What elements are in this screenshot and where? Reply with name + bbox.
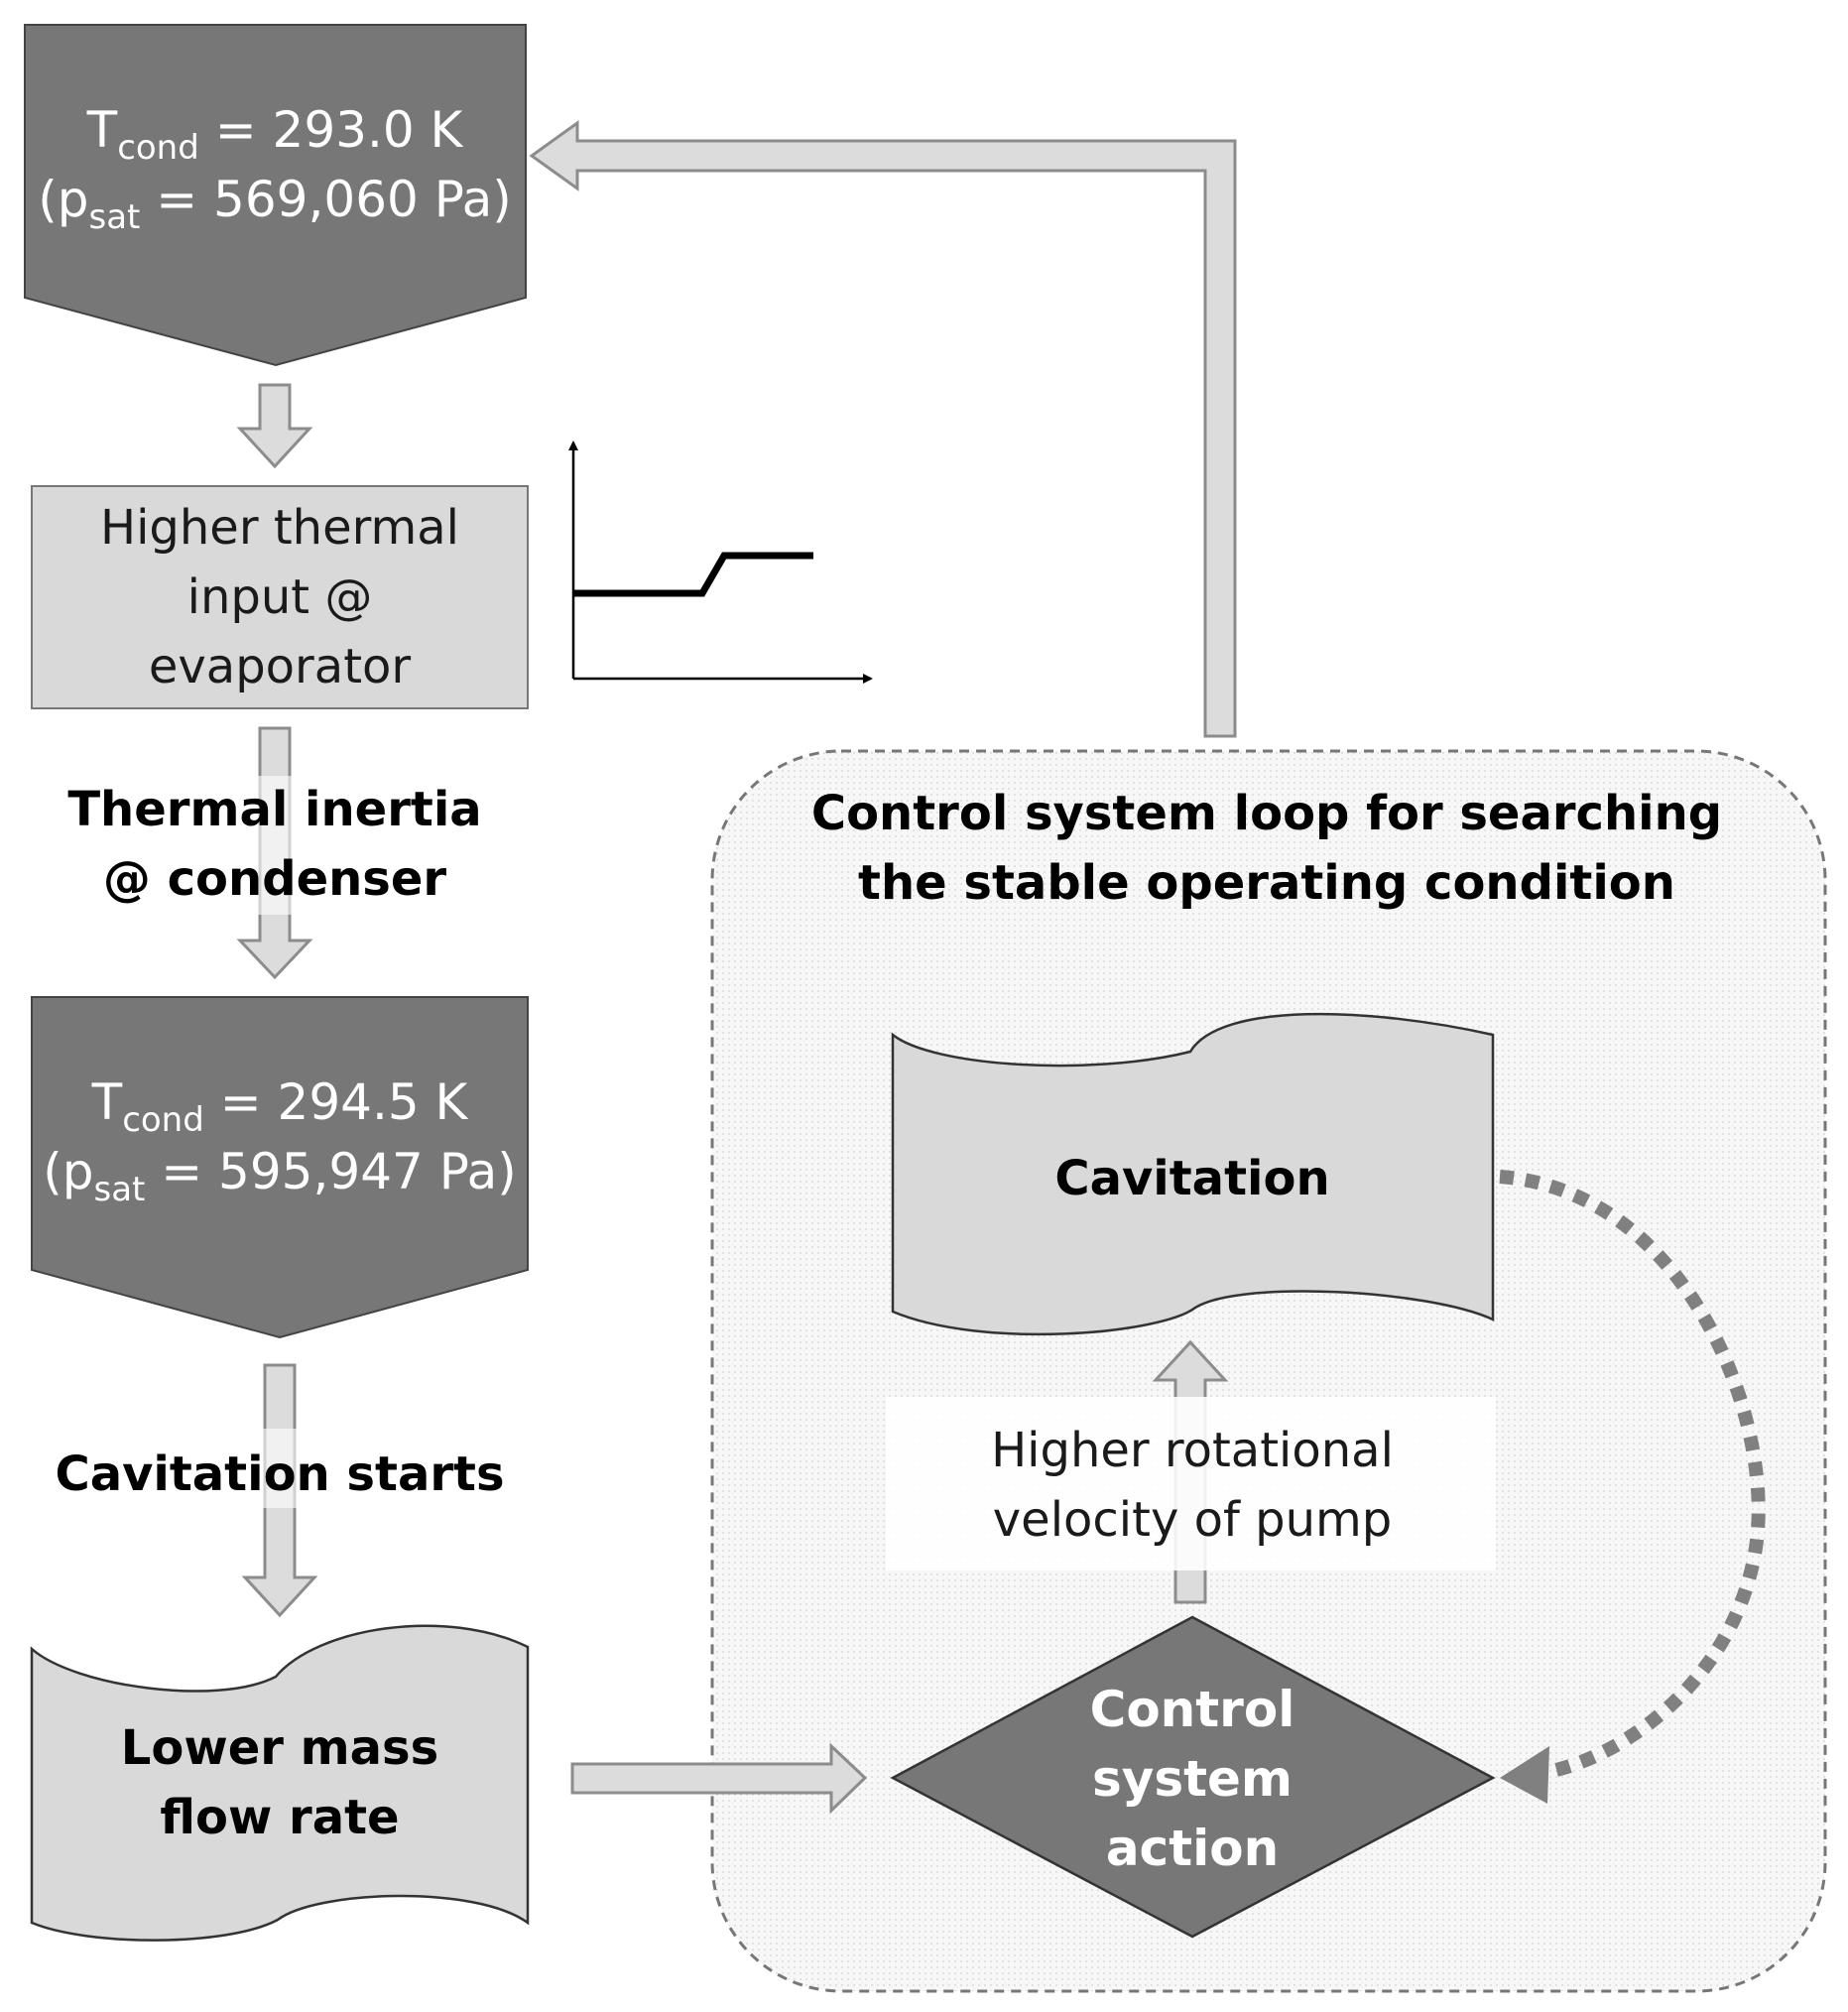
dotted-feedback-arrowhead xyxy=(1500,1746,1549,1804)
dotted-feedback-arc xyxy=(1499,1170,1766,1779)
control-action-line-2: system xyxy=(1092,1750,1293,1808)
cavitation-starts-label: Cavitation starts xyxy=(55,1446,504,1502)
graph-step-curve xyxy=(573,552,813,597)
condenser-temp-new: Tcond = 294.5 K xyxy=(91,1073,469,1140)
thermal-inertia-line-2: @ condenser xyxy=(103,851,447,907)
condenser-temp-initial: Tcond = 293.0 K xyxy=(86,101,464,168)
higher-rotational-line-1: Higher rotational xyxy=(991,1423,1394,1478)
control-loop-title-line-1: Control system loop for searching xyxy=(811,786,1722,841)
control-action-line-1: Control xyxy=(1090,1681,1295,1738)
lower-mass-flow-line-2: flow rate xyxy=(160,1790,399,1845)
condenser-state-new xyxy=(31,996,529,1339)
thermal-input-line-1: Higher thermal xyxy=(100,500,459,556)
feedback-arrow xyxy=(529,120,1237,738)
higher-rotational-line-2: velocity of pump xyxy=(993,1492,1393,1548)
thermal-input-line-2: input @ xyxy=(187,569,373,625)
thermal-inertia-line-1: Thermal inertia xyxy=(67,782,481,837)
lower-mass-flow-line-1: Lower mass xyxy=(121,1720,438,1776)
thermal-input-box xyxy=(31,485,529,709)
control-action-diamond xyxy=(890,1615,1496,1939)
condenser-state-initial xyxy=(24,24,527,367)
condenser-psat-new: (psat = 595,947 Pa) xyxy=(43,1143,517,1209)
lower-mass-flow-doc xyxy=(30,1624,530,1942)
thermal-input-line-3: evaporator xyxy=(149,639,412,694)
step-input-graph xyxy=(568,440,873,684)
control-action-line-3: action xyxy=(1106,1820,1279,1877)
right-arrow-to-control xyxy=(570,1742,868,1815)
cavitation-doc xyxy=(891,1012,1495,1336)
condenser-psat-initial: (psat = 569,060 Pa) xyxy=(38,171,512,237)
control-loop-title-line-2: the stable operating condition xyxy=(858,855,1675,911)
cavitation-label: Cavitation xyxy=(1054,1151,1329,1206)
down-arrow-1 xyxy=(236,383,313,469)
